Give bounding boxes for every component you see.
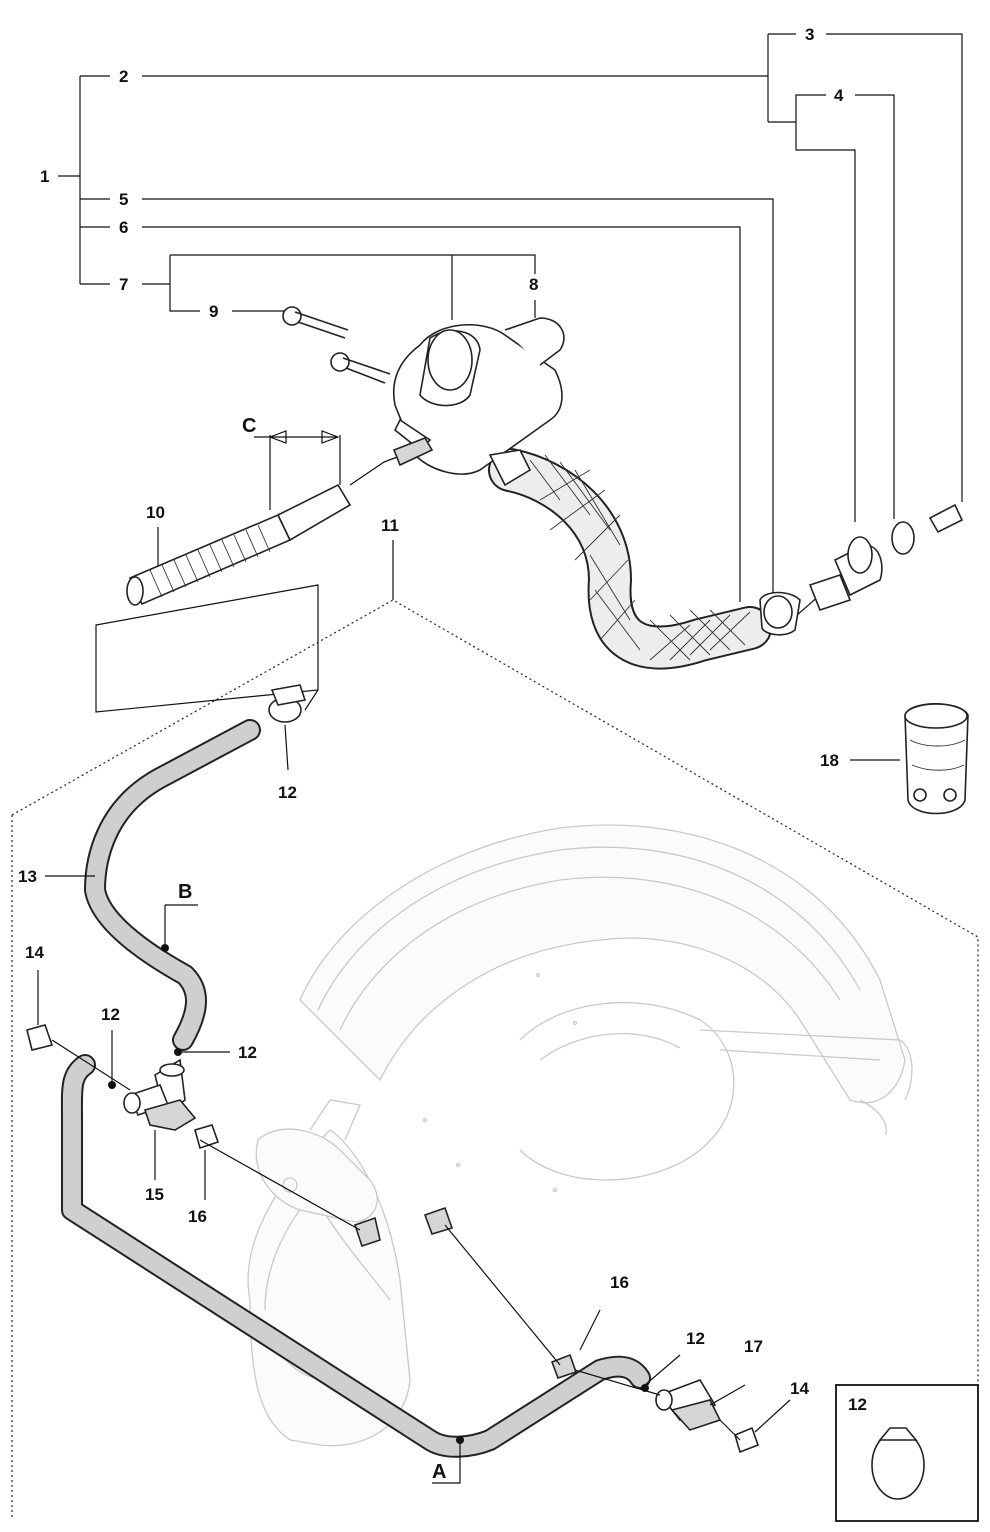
label-12-right: 12	[686, 1329, 705, 1348]
water-hose-13	[84, 719, 261, 1051]
fittings	[26, 1024, 760, 1454]
blade-guard-outline	[247, 824, 913, 1447]
label-8: 8	[529, 275, 538, 294]
corrugated-sleeve-10	[126, 483, 352, 606]
lower-leaders	[37, 724, 900, 1484]
label-10: 10	[146, 503, 165, 522]
label-a: A	[432, 1461, 446, 1483]
label-9: 9	[209, 302, 218, 321]
label-12-inset: 12	[848, 1395, 867, 1414]
water-hose-a	[60, 1054, 651, 1458]
label-1: 1	[40, 167, 49, 186]
label-13: 13	[18, 867, 37, 886]
screws-9	[282, 306, 391, 384]
label-6: 6	[119, 218, 128, 237]
label-17: 17	[744, 1337, 763, 1356]
label-18: 18	[820, 751, 839, 770]
label-7: 7	[119, 275, 128, 294]
label-2: 2	[119, 67, 128, 86]
label-11: 11	[381, 516, 399, 535]
label-14-right: 14	[790, 1379, 809, 1398]
connector-parts	[759, 503, 964, 636]
label-4: 4	[834, 86, 844, 105]
label-12-left: 12	[101, 1005, 120, 1024]
clamp-12-top	[268, 684, 307, 723]
label-5: 5	[119, 190, 128, 209]
coupling-18	[904, 702, 969, 815]
label-b: B	[178, 881, 192, 903]
label-16-left: 16	[188, 1207, 207, 1226]
label-14-left: 14	[25, 943, 44, 962]
label-c: C	[242, 415, 256, 437]
valve-handle	[392, 317, 565, 487]
mesh-hose	[488, 448, 772, 670]
kit-boundary	[11, 599, 979, 1520]
label-15: 15	[145, 1185, 164, 1204]
label-16-right: 16	[610, 1273, 629, 1292]
label-3: 3	[805, 25, 814, 44]
callout-labels: 1 2 3 4 5 6 7 8 9 10 11 12 13 14 12 12 1…	[18, 25, 867, 1483]
label-12-mid: 12	[238, 1043, 257, 1062]
label-12-top: 12	[278, 783, 297, 802]
detail-inset-12	[835, 1384, 979, 1522]
